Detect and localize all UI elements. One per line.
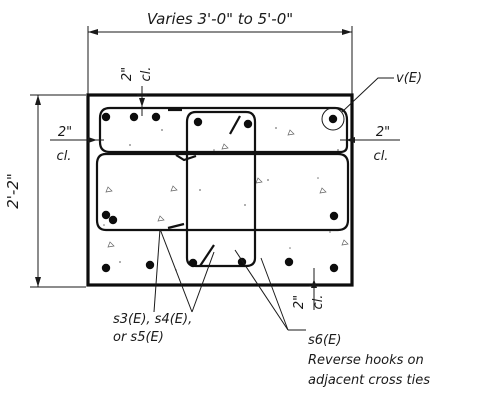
longitudinal-bars xyxy=(101,112,339,273)
ties-label-line1: s3(E), s4(E), xyxy=(113,312,192,327)
note-line1: Reverse hooks on xyxy=(308,353,424,368)
right-clearance-value: 2" xyxy=(376,125,390,140)
height-label: 2'-2" xyxy=(4,173,22,209)
cross-tie-label: s6(E) xyxy=(308,333,341,348)
ties-label-line2: or s5(E) xyxy=(113,330,164,345)
width-dimension: Varies 3'-0" to 5'-0" xyxy=(87,10,353,94)
corner-bar-callout: v(E) xyxy=(321,71,422,131)
cross-tie-leaders xyxy=(234,249,306,331)
right-clearance: 2" cl. xyxy=(340,125,400,164)
bottom-clearance: 2" cl. xyxy=(292,268,326,310)
corner-bar-label: v(E) xyxy=(396,71,422,86)
top-clearance-value: 2" xyxy=(120,67,135,81)
height-dimension: 2'-2" xyxy=(4,94,86,288)
concrete-section-outline xyxy=(86,93,354,287)
cross-tie xyxy=(185,110,257,268)
top-clearance-suffix: cl. xyxy=(139,67,154,82)
concrete-hatch xyxy=(103,127,349,271)
width-label: Varies 3'-0" to 5'-0" xyxy=(147,10,293,28)
right-clearance-suffix: cl. xyxy=(374,149,389,164)
left-clearance: 2" cl. xyxy=(50,125,104,164)
tie-leaders xyxy=(153,228,215,313)
left-clearance-value: 2" xyxy=(58,125,72,140)
note-line2: adjacent cross ties xyxy=(308,373,430,388)
left-clearance-suffix: cl. xyxy=(57,149,72,164)
outer-ties xyxy=(95,106,350,232)
top-clearance: 2" cl. xyxy=(120,67,154,116)
bottom-clearance-suffix: cl. xyxy=(311,295,326,310)
bottom-clearance-value: 2" xyxy=(292,295,307,309)
